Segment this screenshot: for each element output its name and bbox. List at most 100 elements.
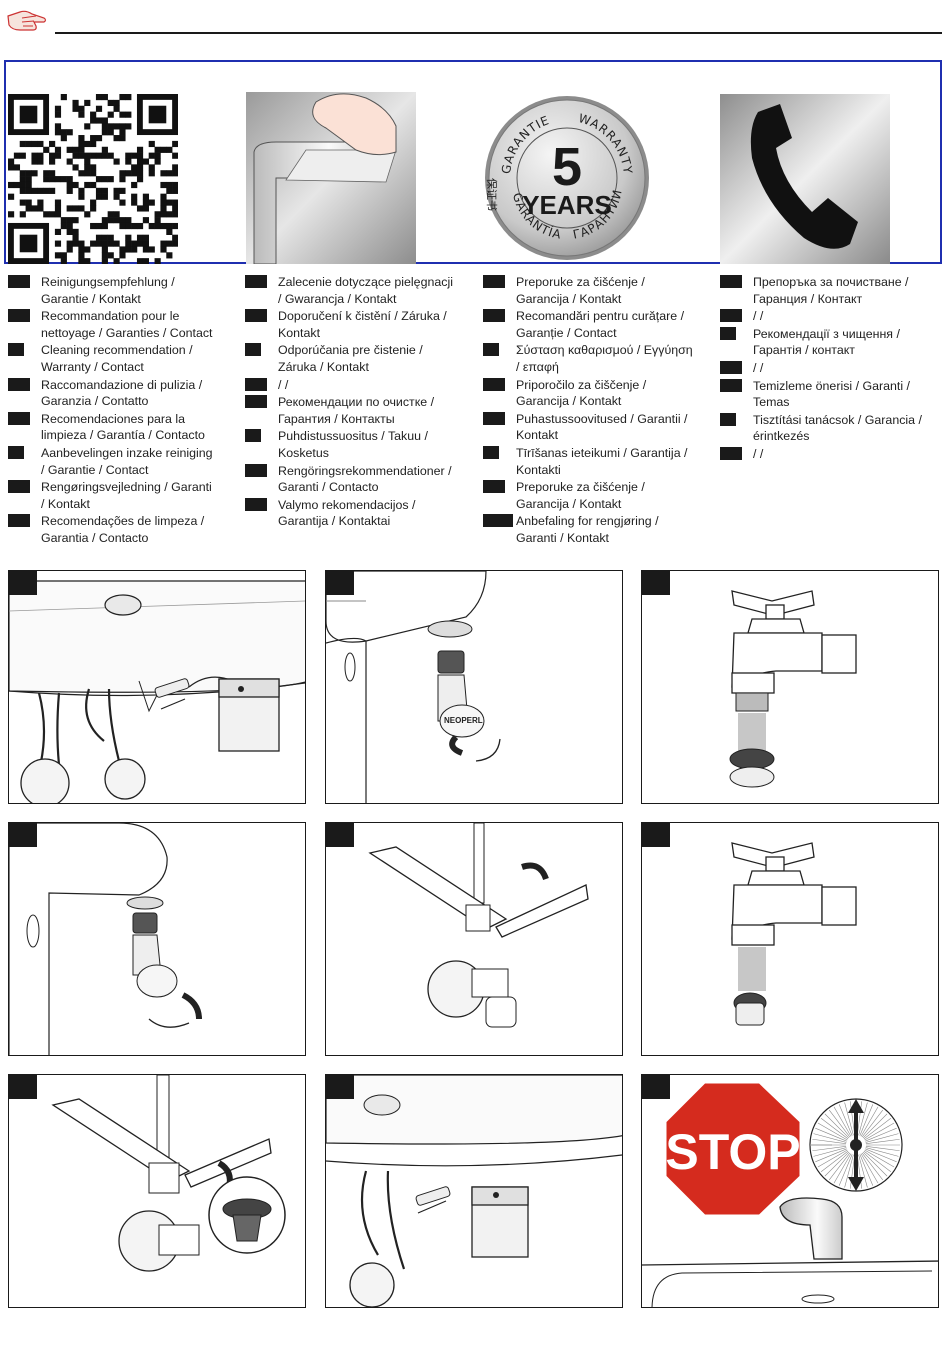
seal-years: YEARS bbox=[522, 190, 612, 220]
language-entry-text: Recomendações de limpeza / Garantia / Co… bbox=[41, 514, 205, 545]
language-entry-text: Aanbevelingen inzake reiniging / Garanti… bbox=[41, 445, 213, 477]
language-code-badge bbox=[720, 275, 742, 288]
language-entry-text: Recomendaciones para la limpieza / Garan… bbox=[41, 411, 205, 443]
language-entry-text: Препоръка за почистване / Гаранция / Кон… bbox=[753, 275, 909, 306]
header-rule bbox=[55, 32, 942, 34]
language-code-badge bbox=[483, 343, 499, 357]
language-code-badge bbox=[483, 514, 513, 528]
language-entry-text: Rengøringsvejledning / Garanti / Kontakt bbox=[41, 480, 212, 511]
language-entry-text: Tisztítási tanácsok / Garancia / érintke… bbox=[753, 412, 922, 444]
language-entry: Reinigungsempfehlung / Garantie / Kontak… bbox=[8, 274, 218, 307]
language-entry: Doporučení k čistění / Záruka / Kontakt bbox=[245, 308, 455, 341]
language-entry-text: Anbefaling for rengjøring / Garanti / Ko… bbox=[516, 514, 659, 545]
step-number-badge bbox=[9, 1075, 37, 1099]
language-entry: Anbefaling for rengjøring / Garanti / Ko… bbox=[483, 513, 693, 546]
language-entry-text: Reinigungsempfehlung / Garantie / Kontak… bbox=[41, 275, 175, 306]
step-panel-4 bbox=[8, 822, 306, 1056]
language-code-badge bbox=[245, 377, 267, 391]
phone-contact[interactable] bbox=[720, 94, 890, 264]
language-code-badge bbox=[245, 497, 267, 511]
language-entry-text: Recommandation pour le nettoyage / Garan… bbox=[41, 309, 213, 340]
stop-text: STOP bbox=[665, 1124, 800, 1180]
step-panel-7 bbox=[8, 1074, 306, 1308]
step-number-badge bbox=[326, 571, 354, 595]
language-entry-text: Priporočilo za čiščenje / Garancija / Ko… bbox=[516, 377, 647, 409]
language-code-badge bbox=[8, 445, 24, 459]
language-entry: Puhdistussuositus / Takuu / Kosketus bbox=[245, 428, 455, 461]
language-entry: Recomendações de limpeza / Garantia / Co… bbox=[8, 513, 218, 546]
step-panel-2: NEOPERL bbox=[325, 570, 623, 804]
language-code-badge bbox=[8, 480, 30, 494]
language-entry: / / bbox=[245, 377, 455, 394]
language-code-badge bbox=[245, 343, 261, 357]
language-code-badge bbox=[720, 360, 742, 374]
language-list-col2: Zalecenie dotyczące pielęgnacji / Gwaran… bbox=[245, 274, 455, 531]
language-entry: Рекомендации по очистке / Гарантия / Кон… bbox=[245, 394, 455, 427]
language-entry-text: / / bbox=[278, 377, 289, 392]
language-code-badge bbox=[8, 275, 30, 288]
language-entry: Preporuke za čišćenje / Garancija / Kont… bbox=[483, 274, 693, 307]
language-code-badge bbox=[483, 411, 505, 425]
step-number-badge bbox=[642, 823, 670, 847]
language-entry: Cleaning recommendation / Warranty / Con… bbox=[8, 342, 218, 375]
language-entry-text: Cleaning recommendation / Warranty / Con… bbox=[41, 343, 193, 374]
language-entry: Tīrīšanas ieteikumi / Garantija / Kontak… bbox=[483, 445, 693, 478]
language-entry-text: Rengöringsrekommendationer / Garanti / C… bbox=[278, 463, 452, 495]
hand-wipe-icon bbox=[7, 10, 47, 31]
language-entry: Rengøringsvejledning / Garanti / Kontakt bbox=[8, 479, 218, 512]
language-code-badge bbox=[483, 377, 505, 391]
language-entry: Recomendaciones para la limpieza / Garan… bbox=[8, 411, 218, 444]
qr-code[interactable] bbox=[8, 94, 178, 264]
language-entry: Raccomandazione di pulizia / Garanzia / … bbox=[8, 377, 218, 410]
step-number-badge bbox=[642, 571, 670, 595]
language-code-badge bbox=[483, 480, 505, 494]
language-entry: Σύσταση καθαρισμού / Εγγύηση / επαφή bbox=[483, 342, 693, 375]
language-code-badge bbox=[483, 309, 505, 323]
step-number-badge bbox=[9, 823, 37, 847]
language-entry: Odporúčania pre čistenie / Záruka / Kont… bbox=[245, 342, 455, 375]
language-list-col4: Препоръка за почистване / Гаранция / Кон… bbox=[720, 274, 930, 464]
phone-icon bbox=[750, 104, 858, 249]
language-entry: / / bbox=[720, 308, 930, 325]
language-entry-text: Σύσταση καθαρισμού / Εγγύηση / επαφή bbox=[516, 343, 693, 374]
step-panel-1 bbox=[8, 570, 306, 804]
language-entry: Recomandări pentru curățare / Garanție /… bbox=[483, 308, 693, 341]
step-panel-9: STOP bbox=[641, 1074, 939, 1308]
seal-number: 5 bbox=[552, 137, 582, 197]
language-code-badge bbox=[720, 309, 742, 323]
step-panel-5 bbox=[325, 822, 623, 1056]
language-code-badge bbox=[245, 429, 261, 443]
language-entry-text: Doporučení k čistění / Záruka / Kontakt bbox=[278, 309, 447, 340]
language-code-badge bbox=[245, 309, 267, 323]
language-entry-text: Zalecenie dotyczące pielęgnacji / Gwaran… bbox=[278, 275, 453, 306]
stop-sign-icon: STOP bbox=[661, 1078, 805, 1220]
language-code-badge bbox=[720, 446, 742, 460]
language-code-badge bbox=[8, 514, 30, 528]
language-code-badge bbox=[483, 275, 505, 288]
language-entry: / / bbox=[720, 360, 930, 377]
language-code-badge bbox=[8, 343, 24, 357]
language-entry: Priporočilo za čiščenje / Garancija / Ko… bbox=[483, 377, 693, 410]
language-entry: Puhastussoovitused / Garantii / Kontakt bbox=[483, 411, 693, 444]
step-panel-6 bbox=[641, 822, 939, 1056]
language-entry: Recommandation pour le nettoyage / Garan… bbox=[8, 308, 218, 341]
language-entry-text: / / bbox=[753, 360, 764, 375]
step-panel-8 bbox=[325, 1074, 623, 1308]
language-entry: Rengöringsrekommendationer / Garanti / C… bbox=[245, 463, 455, 496]
language-entry-text: Puhastussoovitused / Garantii / Kontakt bbox=[516, 411, 688, 443]
seal-side-text: 保证书 bbox=[485, 178, 499, 211]
language-entry-text: / / bbox=[753, 446, 764, 461]
language-entry-text: Valymo rekomendacijos / Garantija / Kont… bbox=[278, 497, 416, 529]
language-entry: Препоръка за почистване / Гаранция / Кон… bbox=[720, 274, 930, 307]
language-entry: Aanbevelingen inzake reiniging / Garanti… bbox=[8, 445, 218, 478]
language-entry-text: Preporuke za čišćenje / Garancija / Kont… bbox=[516, 480, 645, 511]
language-code-badge bbox=[483, 445, 499, 459]
language-code-badge bbox=[245, 463, 267, 477]
language-entry-text: / / bbox=[753, 309, 764, 324]
language-entry-text: Рекомендации по очистке / Гарантия / Кон… bbox=[278, 395, 435, 426]
language-code-badge bbox=[245, 395, 267, 409]
language-code-badge bbox=[8, 377, 30, 391]
step-number-badge bbox=[9, 571, 37, 595]
language-entry: Temizleme önerisi / Garanti / Temas bbox=[720, 378, 930, 411]
step-panel-3 bbox=[641, 570, 939, 804]
